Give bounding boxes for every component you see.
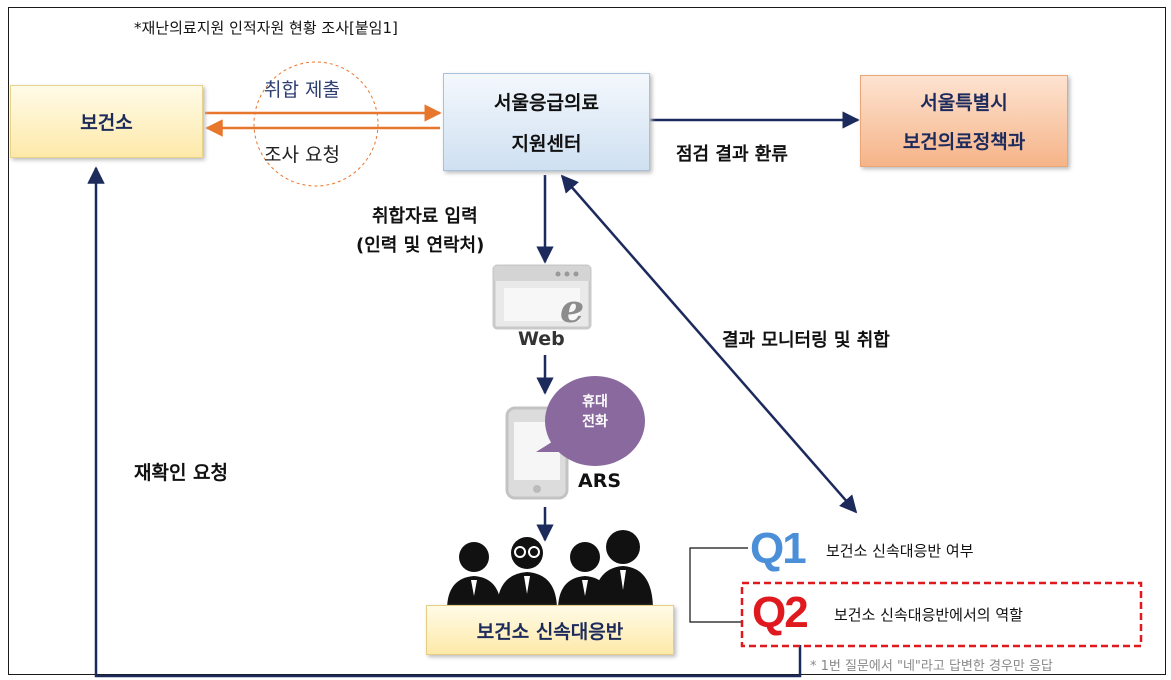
phone-bubble xyxy=(536,376,645,466)
seoul-city-policy-node: 서울특별시 보건의료정책과 xyxy=(860,75,1068,167)
q2-code: Q2 xyxy=(752,588,809,637)
team-people-details xyxy=(471,546,626,596)
diagram-frame xyxy=(8,7,1166,675)
submit-label: 취합 제출 xyxy=(264,79,340,101)
web-e-glyph: e xyxy=(560,286,585,331)
feedback-label: 점검 결과 환류 xyxy=(676,144,788,165)
recheck-arrow xyxy=(87,166,802,678)
phone-bubble-line2: 전화 xyxy=(582,414,608,430)
phone-bubble-line1: 휴대 xyxy=(582,394,608,410)
seoul-emergency-center-node: 서울응급의료 지원센터 xyxy=(443,73,650,171)
health-center-label: 보건소 xyxy=(80,112,133,134)
response-team-node: 보건소 신속대응반 xyxy=(426,605,674,655)
seoul-city-line1: 서울특별시 xyxy=(920,92,1008,114)
q2-text: 보건소 신속대응반에서의 역할 xyxy=(834,606,1023,624)
request-label: 조사 요청 xyxy=(264,144,340,166)
footnote: * 1번 질문에서 "네"라고 답변한 경우만 응답 xyxy=(810,659,1053,674)
title-note: *재난의료지원 인적자원 현황 조사[붙임1] xyxy=(134,19,398,37)
health-center-node: 보건소 xyxy=(10,85,203,158)
phone-bubble-text: 휴대 전화 xyxy=(560,392,630,432)
ars-label: ARS xyxy=(578,470,622,492)
seoul-center-line2: 지원센터 xyxy=(511,133,582,155)
web-label: Web xyxy=(518,328,565,350)
response-team-label: 보건소 신속대응반 xyxy=(476,620,624,643)
web-browser-icon xyxy=(492,264,592,330)
recheck-label: 재확인 요청 xyxy=(134,462,229,484)
q1-code: Q1 xyxy=(750,524,807,573)
monitoring-arrow xyxy=(560,174,858,514)
q1-text: 보건소 신속대응반 여부 xyxy=(826,542,974,560)
input-label-line2: (인력 및 연락처) xyxy=(356,235,485,256)
input-label-line1: 취합자료 입력 xyxy=(372,206,478,227)
q-bracket xyxy=(689,547,748,623)
seoul-center-line1: 서울응급의료 xyxy=(494,92,599,114)
monitoring-label: 결과 모니터링 및 취합 xyxy=(722,330,890,351)
q2-highlight-box xyxy=(740,581,1143,648)
seoul-city-line2: 보건의료정책과 xyxy=(902,131,1026,153)
exchange-circle xyxy=(253,61,379,187)
